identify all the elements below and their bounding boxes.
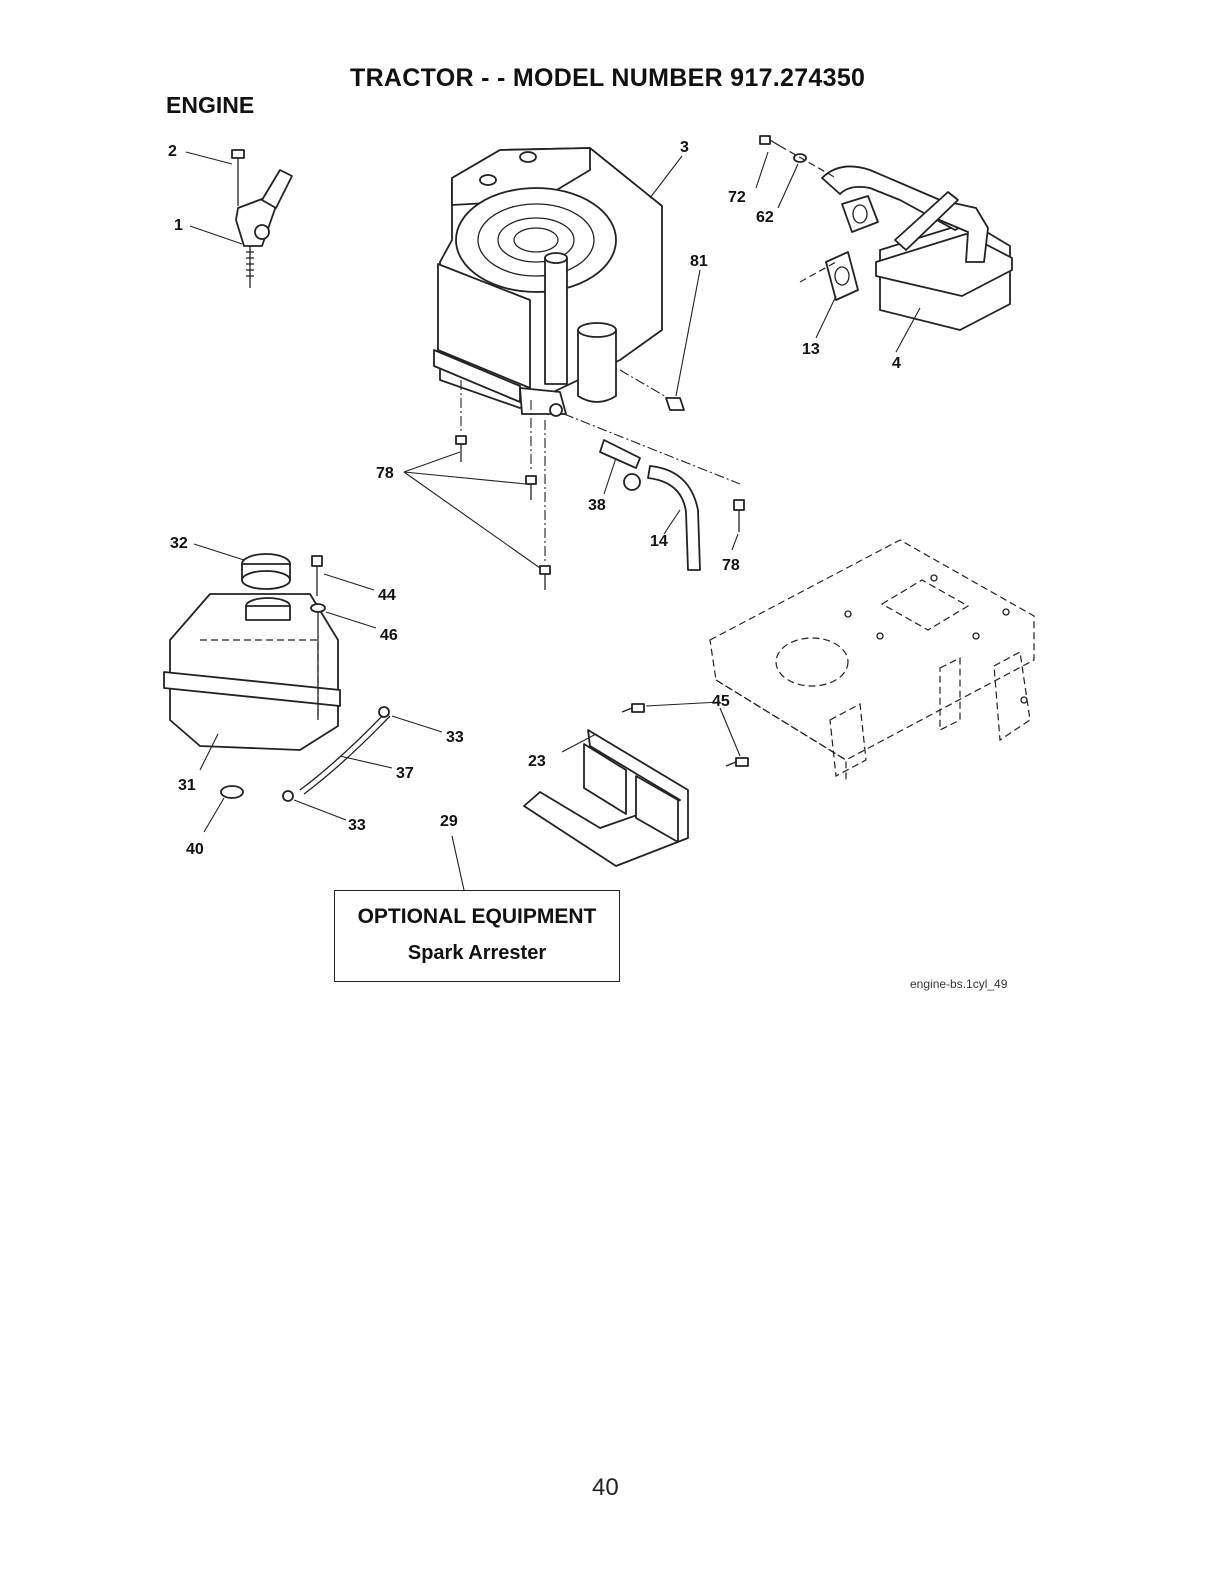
callout-2: 2 xyxy=(168,143,177,160)
section-heading: ENGINE xyxy=(166,92,255,118)
callout-40: 40 xyxy=(186,841,204,858)
callout-labels: 2 1 3 72 62 13 4 81 78 38 14 78 32 44 46… xyxy=(168,139,901,858)
callout-23: 23 xyxy=(528,753,546,770)
callout-72: 72 xyxy=(728,189,746,206)
callout-37: 37 xyxy=(396,765,414,782)
callout-31: 31 xyxy=(178,777,196,794)
callout-13: 13 xyxy=(802,341,820,358)
callout-78-left: 78 xyxy=(376,465,394,482)
callout-33-lower: 33 xyxy=(348,817,366,834)
callout-4: 4 xyxy=(892,355,901,372)
callout-45: 45 xyxy=(712,693,730,710)
fuel-line-filter-bolts xyxy=(455,369,745,590)
optional-equipment-box: OPTIONAL EQUIPMENT Spark Arrester xyxy=(334,890,620,982)
figure-code: engine-bs.1cyl_49 xyxy=(910,977,1008,991)
spark-arrester-label: Spark Arrester xyxy=(407,942,547,964)
page-title: TRACTOR - - MODEL NUMBER 917.274350 xyxy=(350,64,866,92)
leader-lines xyxy=(185,151,921,891)
heat-shield-part xyxy=(523,703,749,867)
fuel-tank-part xyxy=(163,553,391,802)
optional-equipment-title: OPTIONAL EQUIPMENT xyxy=(357,905,597,928)
engine-part xyxy=(433,147,663,417)
callout-1: 1 xyxy=(174,217,183,234)
callout-38: 38 xyxy=(588,497,606,514)
callout-29: 29 xyxy=(440,813,458,830)
callout-62: 62 xyxy=(756,209,774,226)
callout-81: 81 xyxy=(690,253,708,270)
callout-3: 3 xyxy=(680,139,689,156)
muffler-part xyxy=(759,135,1013,331)
callout-46: 46 xyxy=(380,627,398,644)
tractor-frame-reference xyxy=(709,539,1035,780)
callout-78-right: 78 xyxy=(722,557,740,574)
callout-32: 32 xyxy=(170,535,188,552)
callout-33-upper: 33 xyxy=(446,729,464,746)
page-number: 40 xyxy=(592,1474,619,1501)
callout-44: 44 xyxy=(378,587,396,604)
throttle-control-part xyxy=(231,149,293,288)
callout-14: 14 xyxy=(650,533,668,550)
